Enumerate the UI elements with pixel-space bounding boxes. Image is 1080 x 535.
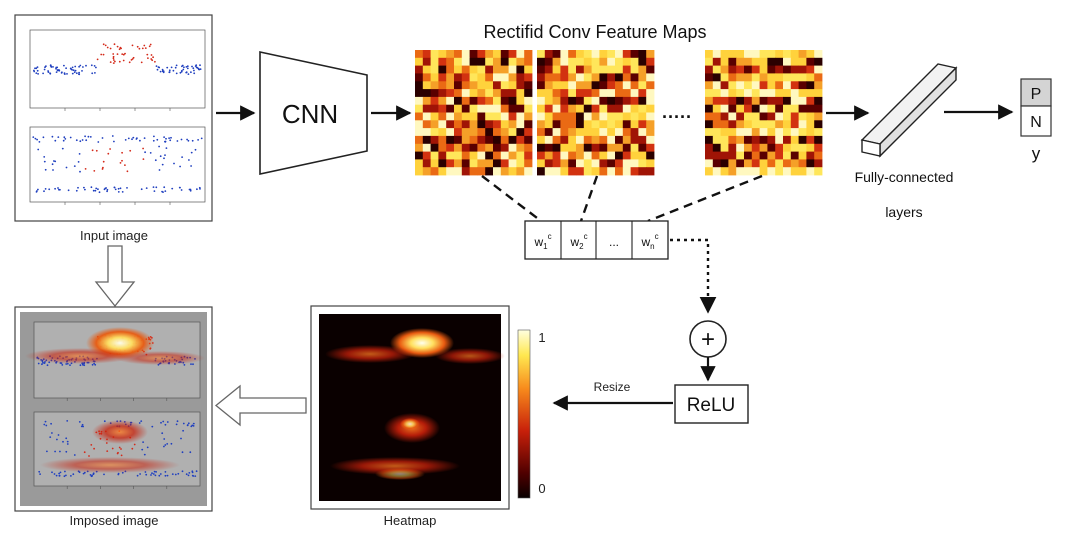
weight-cell-1: w1c xyxy=(533,232,551,251)
fc-label-line2: layers xyxy=(885,204,922,220)
fully-connected-layer xyxy=(860,63,958,158)
relu-box xyxy=(674,384,749,424)
feature-maps-title: Rectifid Conv Feature Maps xyxy=(483,22,706,42)
hollow-left-arrow xyxy=(214,384,307,427)
heatmap-blobs xyxy=(325,328,505,480)
feature-map-ellipsis: ····· xyxy=(662,107,692,127)
hollow-down-arrow xyxy=(94,245,136,308)
imposed-caption: Imposed image xyxy=(70,513,159,528)
colorbar-max-label: 1 xyxy=(538,330,545,345)
input-caption: Input image xyxy=(80,228,148,243)
input-image xyxy=(14,14,213,222)
resize-label: Resize xyxy=(594,380,631,394)
weight-cell-ellipsis: ... xyxy=(609,235,619,249)
class-weight-vector xyxy=(524,220,669,260)
colorbar-min-label: 0 xyxy=(538,481,545,496)
output-p-label: P xyxy=(1031,86,1042,103)
map-weight-connectors xyxy=(481,174,763,223)
feature-map-2 xyxy=(537,50,655,176)
imposed-image xyxy=(14,306,213,512)
output-n-label: N xyxy=(1030,114,1042,131)
cnn-label: CNN xyxy=(282,99,338,129)
weight-cell-2: w2c xyxy=(569,232,587,251)
input-plots xyxy=(29,29,206,205)
cnn-block xyxy=(259,51,368,175)
relu-label: ReLU xyxy=(687,395,736,416)
arrow-weights-to-sum xyxy=(670,238,717,314)
feature-map-1 xyxy=(415,50,533,176)
output-y-label: y xyxy=(1032,144,1041,163)
output-box xyxy=(1020,78,1052,137)
fc-label-line1: Fully-connected xyxy=(855,169,954,185)
colorbar xyxy=(517,329,531,499)
heatmap-caption: Heatmap xyxy=(384,513,437,528)
sum-symbol: + xyxy=(701,326,715,353)
weight-cell-n: wnc xyxy=(640,232,658,251)
imposed-plots xyxy=(25,321,205,489)
feature-map-n xyxy=(705,50,823,176)
